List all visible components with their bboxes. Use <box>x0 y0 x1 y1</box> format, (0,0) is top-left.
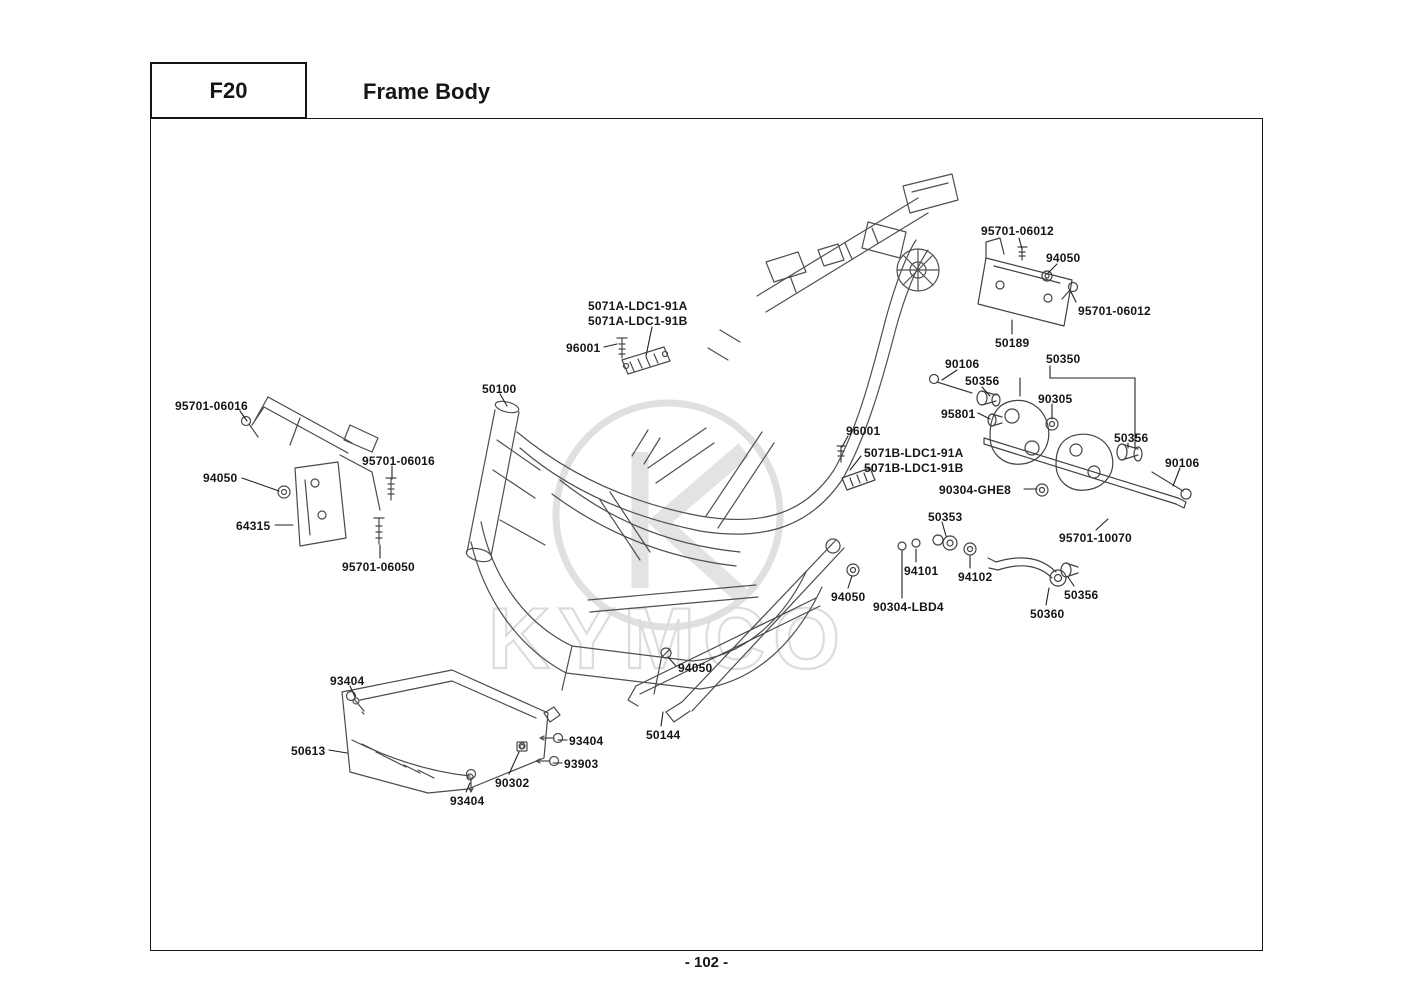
leader-line <box>241 477 280 492</box>
leader-line <box>239 410 248 422</box>
frame-artwork <box>465 173 959 695</box>
leader-line <box>941 369 958 381</box>
leader-line <box>667 656 677 667</box>
page-title: Frame Body <box>363 79 491 104</box>
section-code-box: F20 <box>150 62 307 119</box>
part-label: 5071B-LDC1-91B <box>864 461 964 475</box>
part-label: 93404 <box>450 794 485 808</box>
leader-line <box>1067 576 1075 587</box>
leader-line <box>1095 518 1109 531</box>
leader-line <box>1018 237 1023 250</box>
leader-line <box>660 711 664 727</box>
part-label: 50613 <box>291 744 326 758</box>
leader-line <box>941 521 947 537</box>
part-label: 95701-06016 <box>362 454 435 468</box>
part-label: 5071A-LDC1-91A <box>588 299 688 313</box>
part-label: 94050 <box>678 661 713 675</box>
part-label: 50356 <box>1064 588 1099 602</box>
leader-line <box>841 435 849 448</box>
bottom-parts-artwork <box>341 337 845 794</box>
part-label: 90302 <box>495 776 530 790</box>
part-label: 90106 <box>1165 456 1200 470</box>
part-label: 50189 <box>995 336 1030 350</box>
page-number: - 102 - <box>684 954 729 971</box>
part-label: 90106 <box>945 357 980 371</box>
leader-line <box>847 575 853 589</box>
part-label: 94050 <box>831 590 866 604</box>
kymco-watermark: KYMCO <box>487 399 841 688</box>
part-label: 50356 <box>965 374 1000 388</box>
leader-line <box>1047 263 1058 274</box>
leader-line <box>981 386 991 397</box>
part-label: 90305 <box>1038 392 1073 406</box>
leader-line <box>328 749 348 754</box>
part-label: 50100 <box>482 382 517 396</box>
section-code: F20 <box>209 77 248 103</box>
part-label: 93404 <box>569 734 604 748</box>
part-label: 96001 <box>846 424 881 438</box>
part-label: 64315 <box>236 519 271 533</box>
leader-line <box>977 412 991 420</box>
part-label: 93404 <box>330 674 365 688</box>
diagram-border-frame <box>150 118 1263 951</box>
part-label: 50353 <box>928 510 963 524</box>
leader-line <box>1045 587 1050 606</box>
part-label: 94050 <box>203 471 238 485</box>
part-label: 50360 <box>1030 607 1065 621</box>
part-label: 5071A-LDC1-91B <box>588 314 688 328</box>
part-label: 90304-LBD4 <box>873 600 944 614</box>
leader-lines <box>239 237 1181 793</box>
leader-line <box>603 343 618 348</box>
part-label: 90304-GHE8 <box>939 483 1012 497</box>
leader-line <box>645 326 653 357</box>
part-label: 50350 <box>1046 352 1081 366</box>
part-label: 95701-06050 <box>342 560 415 574</box>
part-label: 94102 <box>958 570 993 584</box>
part-label: 94101 <box>904 564 939 578</box>
part-label: 95701-06012 <box>981 224 1054 238</box>
part-label: 95701-10070 <box>1059 531 1132 545</box>
part-label: 50144 <box>646 728 681 742</box>
leader-line <box>465 782 471 793</box>
part-label: 50356 <box>1114 431 1149 445</box>
leader-line <box>1172 467 1181 487</box>
leader-line <box>499 393 508 407</box>
part-label: 95801 <box>941 407 976 421</box>
leader-line <box>349 685 356 698</box>
part-label: 95701-06012 <box>1078 304 1151 318</box>
part-label: 95701-06016 <box>175 399 248 413</box>
leader-line <box>508 751 520 775</box>
leader-line <box>849 455 862 471</box>
leader-line <box>1070 291 1077 303</box>
left-stay-artwork <box>240 396 397 547</box>
part-label: 96001 <box>566 341 601 355</box>
part-label: 94050 <box>1046 251 1081 265</box>
part-label: 5071B-LDC1-91A <box>864 446 964 460</box>
right-hanger-artwork <box>836 237 1192 587</box>
part-label: 93903 <box>564 757 599 771</box>
